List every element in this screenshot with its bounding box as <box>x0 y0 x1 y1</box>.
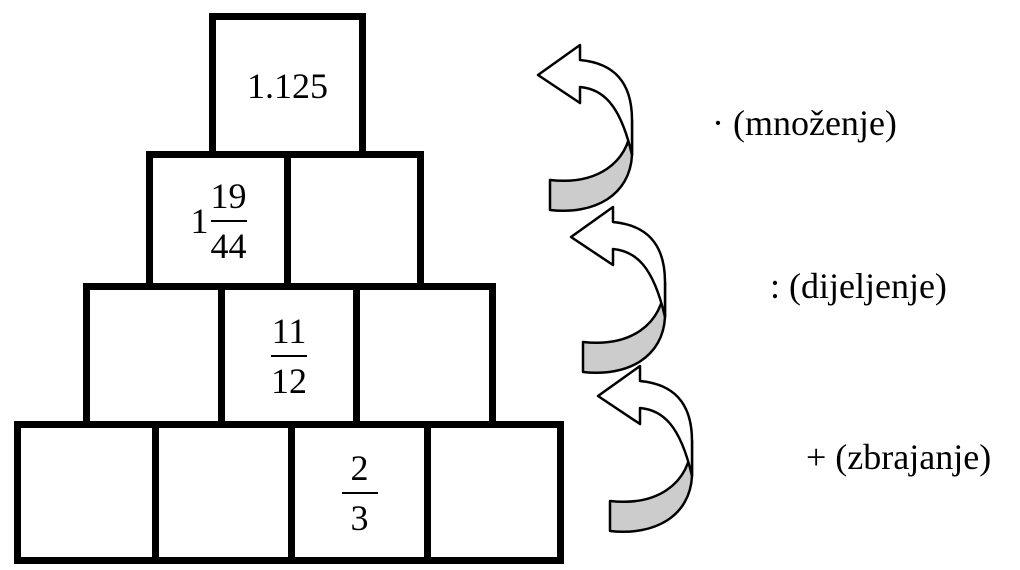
pyramid-cell-r1-c1: 1.125 <box>209 13 366 158</box>
operation-label-multiplication: · (množenje) <box>712 103 897 143</box>
pyramid-cell-r3-c2: 11 12 <box>218 283 360 428</box>
whole-part: 1 <box>190 200 209 241</box>
fraction-bar <box>341 491 378 494</box>
fraction: 11 12 <box>271 313 307 399</box>
fraction: 19 44 <box>210 175 247 266</box>
fraction: 2 3 <box>341 447 378 538</box>
numerator: 19 <box>210 175 247 216</box>
curved-arrow-bottom <box>596 364 694 534</box>
curved-arrow-top <box>536 43 634 213</box>
denominator: 44 <box>210 225 247 266</box>
numerator: 2 <box>350 447 369 488</box>
pyramid-cell-r4-c4 <box>424 421 564 564</box>
cell-value: 1.125 <box>247 65 328 106</box>
fraction-bar <box>271 354 307 357</box>
pyramid-cell-r3-c1 <box>83 283 225 428</box>
mixed-number: 1 19 44 <box>191 178 247 264</box>
denominator: 3 <box>350 497 369 538</box>
denominator: 12 <box>271 360 307 401</box>
fraction-bar <box>210 219 247 222</box>
numerator: 11 <box>271 310 307 351</box>
curved-arrow-middle <box>569 205 667 375</box>
operation-label-addition: + (zbrajanje) <box>806 437 992 477</box>
operation-label-division: : (dijeljenje) <box>770 266 947 306</box>
